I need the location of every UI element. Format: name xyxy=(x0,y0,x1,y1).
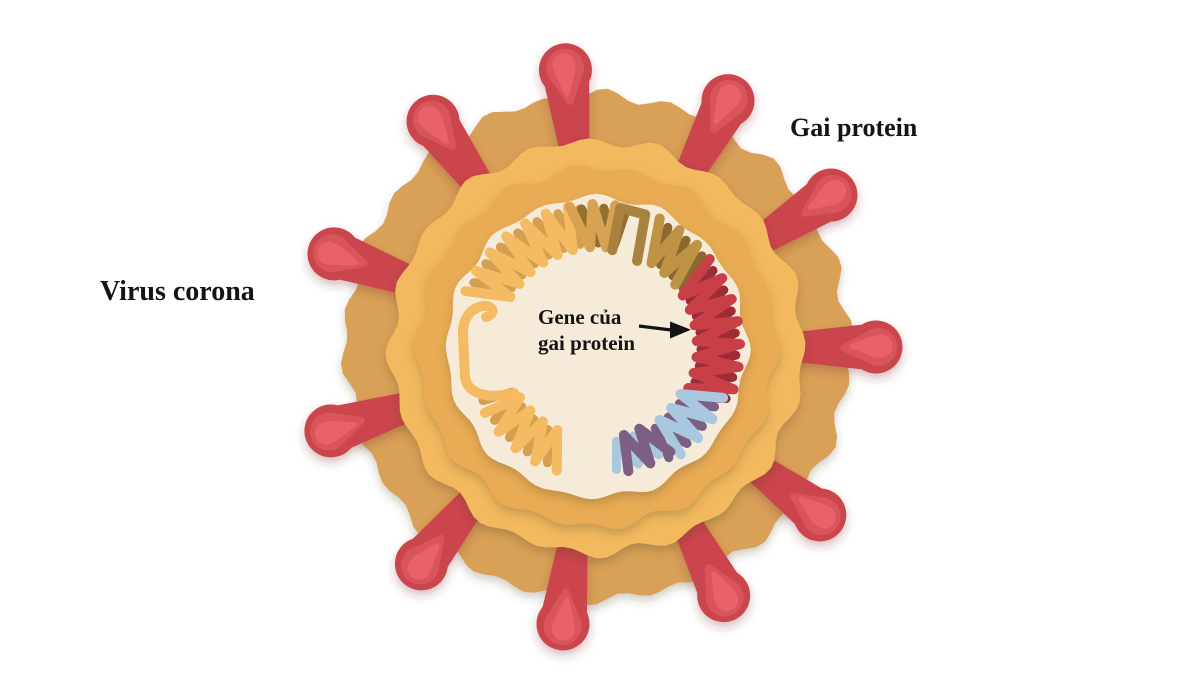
virus-corona-label: Virus corona xyxy=(100,276,255,307)
spike-protein xyxy=(677,74,755,180)
spike-head-inner-tail xyxy=(423,114,449,144)
spike-protein-label: Gai protein xyxy=(790,113,918,142)
rna-segment-gold-bottom xyxy=(479,392,563,476)
spike-head-inner-tail xyxy=(552,597,575,627)
gene-arrow-head xyxy=(670,321,691,339)
spike-gene-segment xyxy=(677,254,745,395)
virus xyxy=(304,43,903,651)
rna-segment-gold-left xyxy=(460,202,578,302)
spike-head-inner-tail xyxy=(713,94,738,124)
spike-protein xyxy=(307,227,417,295)
spike-protein xyxy=(754,168,858,252)
spike-head-inner-tail xyxy=(412,543,440,572)
spike-protein xyxy=(538,43,592,154)
spike-head-inner-tail xyxy=(326,420,357,442)
gene-label-line1: Gene của xyxy=(538,305,622,329)
rna-segment-blue xyxy=(654,389,729,460)
spike-head-inner-tail xyxy=(554,66,576,97)
rna-segment-tan-top xyxy=(564,199,621,253)
spike-protein xyxy=(394,491,484,591)
spike-proteins xyxy=(304,43,903,651)
gene-label-line2: gai protein xyxy=(538,331,636,355)
rna-segment-purple xyxy=(618,423,676,477)
gene-arrow xyxy=(638,321,691,339)
rna-segment-gold-left-back xyxy=(469,204,585,293)
rna-uncoiled-strand xyxy=(457,300,519,401)
spike-protein xyxy=(536,540,590,651)
gene-arrow-shaft xyxy=(638,324,672,332)
spike-head-inner-tail xyxy=(807,185,838,210)
spike-head-inner-tail xyxy=(329,243,359,266)
rna-segment-blue-back xyxy=(650,399,720,463)
spike-protein xyxy=(406,94,493,196)
rna-genome xyxy=(457,199,745,477)
spike-head-inner-tail xyxy=(849,335,879,358)
spike-head-inner-tail xyxy=(711,571,734,602)
rna-square-step xyxy=(607,202,651,266)
spike-head-inner-tail xyxy=(798,497,827,524)
rna-segment-brown xyxy=(646,213,703,290)
spike-protein xyxy=(793,320,903,374)
gene-label: Gene của gai protein xyxy=(538,304,635,356)
